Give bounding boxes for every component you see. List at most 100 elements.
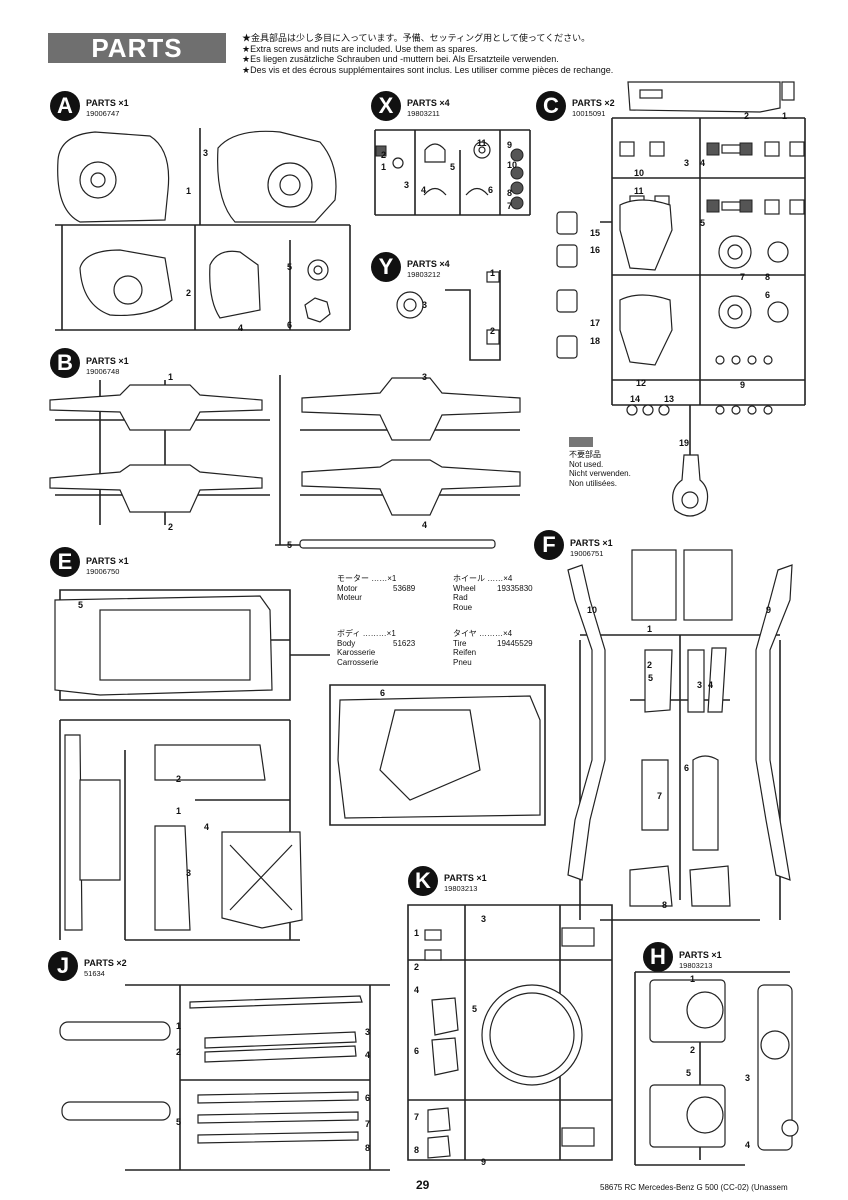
kit-item-wheel: ホイール ……×4 Wheel Rad Roue 19335830 — [453, 574, 543, 612]
section-e-number: 19006750 — [86, 567, 120, 576]
part-j3-link — [204, 1031, 357, 1049]
kit-item-name: Body — [337, 638, 356, 648]
part-label-k-6: 6 — [414, 1046, 420, 1056]
part-label-j-1: 1 — [176, 1021, 182, 1031]
footer-caption: 58675 RC Mercedes-Benz G 500 (CC-02) (Un… — [600, 1183, 788, 1192]
section-k-badge: K — [408, 866, 438, 896]
part-label-x-6: 6 — [488, 185, 494, 195]
part-j1-link — [189, 995, 363, 1009]
part-label-x-8: 8 — [507, 188, 513, 198]
parts-banner: PARTS — [48, 33, 226, 63]
section-e-header: PARTS ×1 19006750 — [86, 556, 129, 576]
section-y-header: PARTS ×4 19803212 — [407, 259, 450, 279]
part-x5 — [424, 143, 446, 163]
section-h-header: PARTS ×1 19803213 — [679, 950, 722, 970]
part-label-k-3: 3 — [481, 914, 487, 924]
part-label-a-3: 3 — [203, 148, 209, 158]
part-c3-upright — [619, 199, 673, 271]
part-label-x-4: 4 — [421, 185, 427, 195]
section-h-title: PARTS ×1 — [679, 950, 722, 960]
part-label-c-8: 8 — [765, 272, 771, 282]
part-label-j-5: 5 — [176, 1117, 182, 1127]
part-label-h-3: 3 — [745, 1073, 751, 1083]
kit-item-name: Karosserie — [337, 648, 376, 657]
part-f8 — [629, 865, 673, 907]
kit-item-body: ボディ ………×1 Body Karosserie Carrosserie 51… — [337, 629, 417, 667]
part-label-a-1: 1 — [186, 186, 192, 196]
section-c-number: 10015091 — [572, 109, 606, 118]
part-label-j-7: 7 — [365, 1119, 371, 1129]
part-k4 — [431, 997, 459, 1036]
part-label-k-1: 1 — [414, 928, 420, 938]
kit-item-name: Roue — [453, 602, 473, 612]
part-label-e-1: 1 — [176, 806, 182, 816]
part-label-f-6: 6 — [684, 763, 690, 773]
part-y1 — [486, 271, 500, 283]
sprue-k — [407, 904, 613, 1161]
note-fr: ★Des vis et des écrous supplémentaires s… — [242, 64, 614, 75]
part-f9-frame-rail — [755, 564, 793, 881]
section-a-title: PARTS ×1 — [86, 98, 129, 108]
section-y-number: 19803212 — [407, 270, 441, 279]
part-label-c-17: 17 — [590, 318, 601, 328]
section-a-badge: A — [50, 91, 80, 121]
part-f5 — [644, 649, 673, 713]
part-j4-link — [204, 1045, 357, 1063]
part-label-a-4: 4 — [238, 323, 244, 333]
kit-item-name: Tire — [453, 638, 467, 648]
part-j6-link — [197, 1091, 359, 1104]
part-label-h-5: 5 — [686, 1068, 692, 1078]
part-label-k-2: 2 — [414, 962, 420, 972]
section-x-badge: X — [371, 91, 401, 121]
part-label-x-10: 10 — [507, 160, 518, 170]
part-label-f-4: 4 — [708, 680, 714, 690]
part-label-c-7: 7 — [740, 272, 746, 282]
part-label-c-1: 1 — [782, 111, 788, 121]
part-label-x-7: 7 — [507, 201, 513, 211]
part-label-x-3: 3 — [404, 180, 410, 190]
kit-item-motor: モーター ……×1 Motor Moteur 53689 — [337, 574, 417, 603]
part-label-c-3: 3 — [684, 158, 690, 168]
part-c12-washers — [626, 355, 773, 416]
part-label-k-4: 4 — [414, 985, 420, 995]
section-f-header: PARTS ×1 19006751 — [570, 538, 613, 558]
part-label-j-4: 4 — [365, 1050, 371, 1060]
part-b2-axle-housing — [49, 464, 263, 513]
note-de: ★Es liegen zusätzliche Schrauben und -mu… — [242, 54, 559, 64]
kit-item-jp: モーター ……×1 — [337, 574, 397, 583]
part-label-c-12: 12 — [636, 378, 647, 388]
section-k-title: PARTS ×1 — [444, 873, 487, 883]
section-k-number: 19803213 — [444, 884, 478, 893]
sprue-y — [396, 270, 501, 361]
section-x-title: PARTS ×4 — [407, 98, 450, 108]
part-label-c-11: 11 — [634, 186, 644, 196]
part-label-a-5: 5 — [287, 262, 293, 272]
part-label-c-6: 6 — [765, 290, 771, 300]
part-c16 — [556, 244, 578, 268]
part-x3 — [392, 157, 404, 169]
kit-item-number: 19445529 — [497, 639, 533, 648]
part-label-x-1: 1 — [381, 162, 387, 172]
part-label-j-2: 2 — [176, 1047, 182, 1057]
part-f6 — [692, 755, 719, 851]
part-label-e-4: 4 — [204, 822, 210, 832]
part-label-c-2: 2 — [744, 111, 750, 121]
part-k7 — [427, 1107, 451, 1133]
kit-item-name: Moteur — [337, 593, 362, 602]
sprue-j — [59, 984, 390, 1171]
part-j5-link — [61, 1101, 171, 1121]
section-b-number: 19006748 — [86, 367, 120, 376]
section-y-title: PARTS ×4 — [407, 259, 450, 269]
section-j-header: PARTS ×2 51634 — [84, 958, 127, 978]
kit-item-number: 19335830 — [497, 584, 533, 593]
part-label-h-4: 4 — [745, 1140, 751, 1150]
part-c17 — [556, 289, 578, 313]
part-e1-front-plate — [64, 734, 83, 931]
section-j-number: 51634 — [84, 969, 105, 978]
part-label-b-1: 1 — [168, 372, 174, 382]
part-label-c-14: 14 — [630, 394, 641, 404]
part-label-f-2: 2 — [647, 660, 653, 670]
part-label-f-3: 3 — [697, 680, 703, 690]
sprue-f — [567, 549, 793, 921]
part-label-f-9: 9 — [766, 605, 772, 615]
